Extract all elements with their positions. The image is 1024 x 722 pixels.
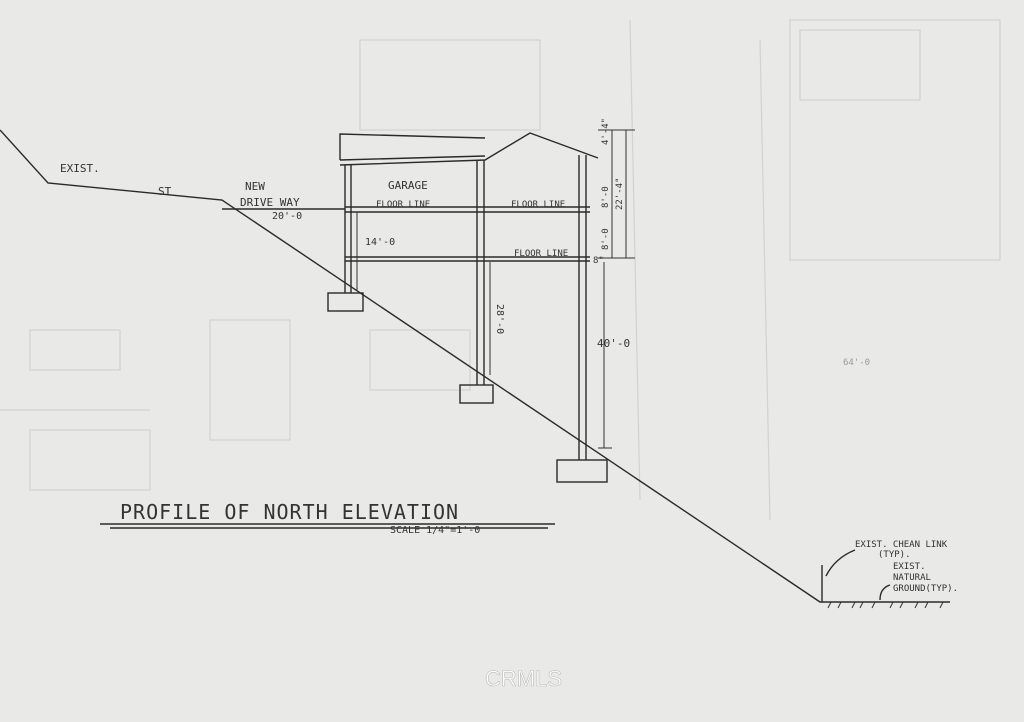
- driveway-dimension: 20'-0: [272, 211, 302, 222]
- floor-line-label: FLOOR LINE: [511, 200, 565, 210]
- footing: [459, 384, 494, 404]
- floor-line-label: FLOOR LINE: [514, 249, 568, 259]
- ground-note: GROUND(TYP).: [893, 584, 958, 594]
- ground-note: EXIST.: [893, 562, 926, 572]
- faint-dimension: 64'-0: [843, 358, 870, 368]
- driveway-label: DRIVE WAY: [240, 196, 300, 209]
- fence-leader-arrow: [825, 549, 856, 577]
- drawing-title: PROFILE OF NORTH ELEVATION: [120, 500, 459, 524]
- ground-hatching: [827, 601, 944, 609]
- new-label: NEW: [245, 180, 265, 193]
- footing: [556, 459, 608, 483]
- dimension-8-0-top: 8'-0: [601, 186, 611, 208]
- dimension-40: 40'-0: [597, 337, 630, 350]
- fence-note: EXIST. CHEAN LINK: [855, 540, 948, 550]
- garage-structure: [327, 132, 608, 483]
- dimension-lines: [356, 129, 635, 449]
- exist-street-label: EXIST.: [60, 162, 100, 175]
- dimension-8in: 8": [593, 256, 604, 266]
- street-label: ST: [158, 185, 172, 198]
- background-ghost-lines: [0, 19, 1001, 521]
- fence-note-typ: (TYP).: [878, 550, 911, 560]
- ground-line: [0, 129, 950, 603]
- dimension-8-0-low: 8'-0: [601, 228, 611, 250]
- dimension-14: 14'-0: [365, 237, 395, 248]
- garage-label: GARAGE: [388, 179, 428, 192]
- ground-note: NATURAL: [893, 573, 931, 583]
- dimension-4-4: 4'-4": [601, 118, 611, 145]
- dimension-28: 28'-0: [494, 304, 505, 334]
- footing: [327, 292, 364, 312]
- drawing-scale: SCALE 1/4"=1'-0: [390, 525, 480, 536]
- crmls-watermark: CRMLS: [485, 666, 562, 691]
- dimension-22-4: 22'-4": [615, 177, 625, 210]
- floor-line-label: FLOOR LINE: [376, 200, 430, 210]
- ground-leader-arrow: [879, 584, 891, 601]
